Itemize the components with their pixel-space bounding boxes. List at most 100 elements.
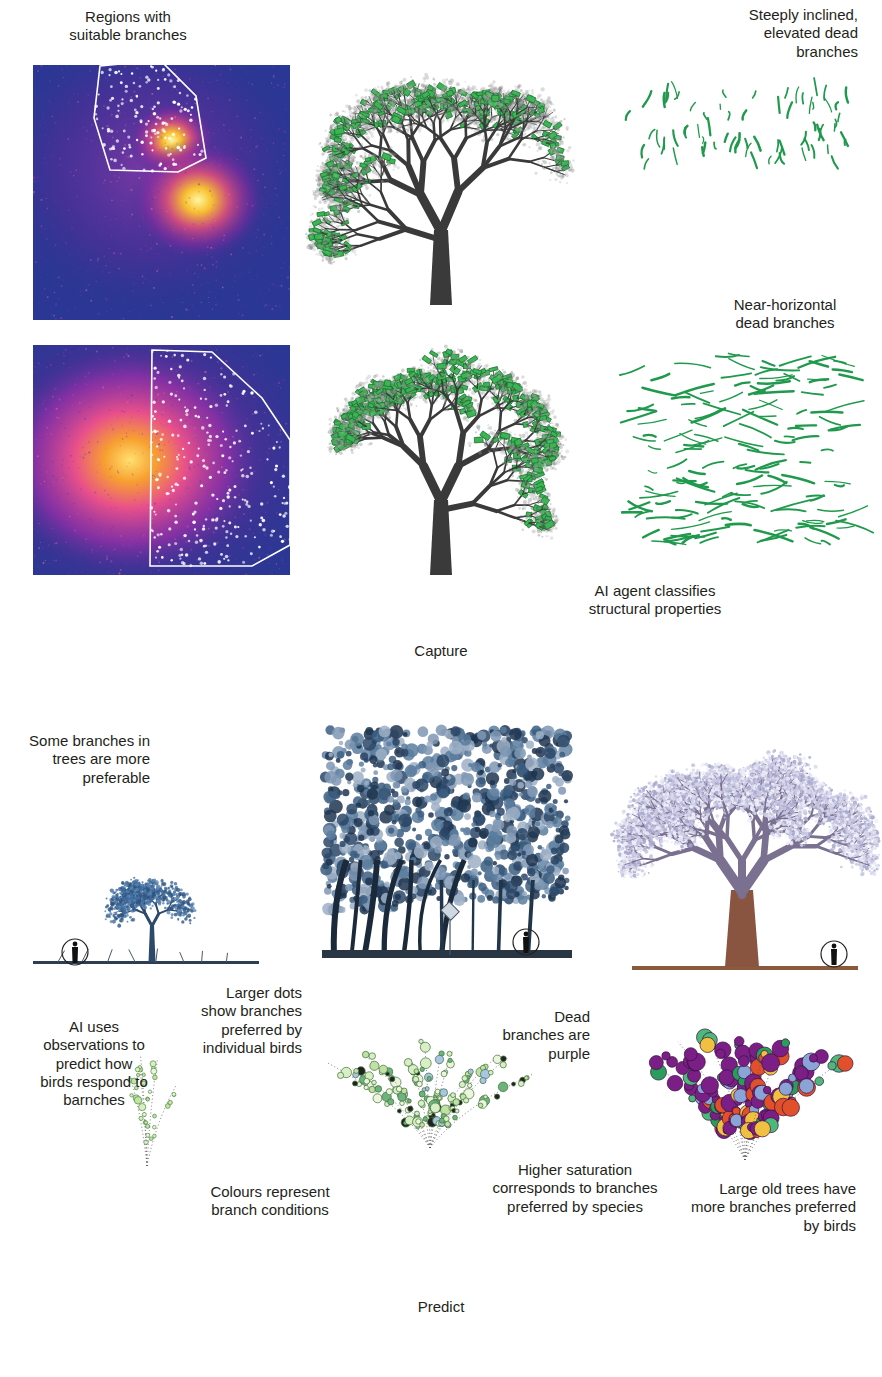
heat-speckle	[165, 142, 167, 144]
heat-speckle	[281, 480, 282, 481]
observation-dot	[181, 106, 183, 108]
heat-speckle	[233, 356, 235, 358]
observation-dot	[118, 70, 120, 72]
heat-speckle	[194, 292, 196, 294]
heat-speckle	[33, 193, 35, 195]
observation-dot	[175, 467, 178, 470]
heat-speckle	[127, 401, 129, 403]
heat-speckle	[108, 248, 110, 250]
heat-speckle	[111, 199, 113, 201]
observation-dot	[134, 109, 137, 112]
heat-speckle	[172, 89, 174, 91]
heat-speckle	[209, 386, 211, 388]
heat-speckle	[235, 476, 236, 477]
heat-speckle	[205, 513, 207, 515]
heat-speckle	[227, 82, 228, 83]
heat-speckle	[197, 395, 198, 396]
heat-speckle	[204, 448, 206, 450]
observation-dot	[160, 355, 162, 357]
heat-speckle	[125, 216, 126, 217]
observation-dot	[184, 108, 187, 111]
heat-speckle	[279, 169, 280, 170]
heat-speckle	[256, 429, 257, 430]
observation-dot	[194, 406, 197, 409]
heat-speckle	[88, 233, 89, 234]
heat-speckle	[66, 405, 67, 406]
heat-speckle	[121, 410, 123, 412]
heat-speckle	[149, 447, 150, 448]
observation-dot	[227, 492, 230, 495]
heat-speckle	[145, 244, 146, 245]
observation-dot	[176, 456, 178, 458]
observation-dot	[259, 523, 262, 526]
heat-speckle	[56, 346, 57, 347]
heat-speckle	[273, 317, 274, 318]
heat-glow	[0, 340, 270, 580]
heat-speckle	[100, 130, 101, 131]
heat-speckle	[240, 147, 242, 149]
heat-speckle	[162, 516, 163, 517]
observation-dot	[189, 119, 192, 122]
heat-speckle	[118, 523, 120, 525]
heat-speckle	[134, 65, 136, 67]
heat-speckle	[269, 563, 270, 564]
heat-speckle	[120, 99, 122, 101]
heat-speckle	[261, 138, 263, 140]
heat-speckle	[109, 94, 110, 95]
heat-speckle	[154, 476, 155, 477]
heat-speckle	[198, 183, 200, 185]
observation-dot	[197, 144, 199, 146]
observation-dot	[120, 81, 123, 84]
heat-speckle	[56, 515, 58, 517]
heat-speckle	[171, 521, 173, 523]
heat-speckle	[126, 353, 128, 355]
heat-speckle	[198, 440, 199, 441]
heat-speckle	[62, 479, 63, 480]
heat-speckle	[258, 106, 259, 107]
heat-speckle	[76, 377, 78, 379]
observation-dot	[147, 78, 150, 81]
heat-speckle	[207, 246, 209, 248]
heat-speckle	[229, 66, 231, 68]
observation-dot	[238, 506, 241, 509]
heat-speckle	[54, 400, 55, 401]
heat-speckle	[283, 263, 285, 265]
heat-speckle	[285, 108, 286, 109]
observation-dot	[247, 505, 250, 508]
heat-speckle	[121, 200, 123, 202]
heat-speckle	[227, 391, 229, 393]
heat-speckle	[49, 102, 51, 104]
heat-speckle	[274, 117, 276, 119]
heat-speckle	[165, 183, 167, 185]
heat-speckle	[44, 541, 45, 542]
observation-dot	[109, 99, 112, 102]
heat-speckle	[167, 487, 168, 488]
heat-speckle	[80, 529, 81, 530]
heat-speckle	[274, 389, 275, 390]
observation-dot	[155, 478, 158, 481]
heat-speckle	[209, 132, 210, 133]
observation-dot	[152, 108, 155, 111]
heat-speckle	[53, 226, 54, 227]
heat-speckle	[59, 164, 61, 166]
heat-speckle	[121, 424, 122, 425]
heat-speckle	[154, 503, 156, 505]
heat-speckle	[126, 101, 128, 103]
heat-speckle	[253, 168, 255, 170]
observation-dot	[178, 377, 180, 379]
heat-speckle	[207, 215, 209, 217]
heatmap	[0, 285, 340, 625]
heat-speckle	[111, 526, 113, 528]
heat-speckle	[178, 422, 179, 423]
heat-speckle	[277, 138, 278, 139]
observation-dot	[200, 398, 202, 400]
observation-dot	[150, 136, 152, 138]
heat-speckle	[271, 574, 272, 575]
heat-speckle	[262, 354, 263, 355]
heat-speckle	[157, 73, 158, 74]
observation-dot	[149, 141, 152, 144]
heatmap	[0, 20, 310, 320]
heat-speckle	[176, 346, 177, 347]
heat-speckle	[123, 290, 124, 291]
